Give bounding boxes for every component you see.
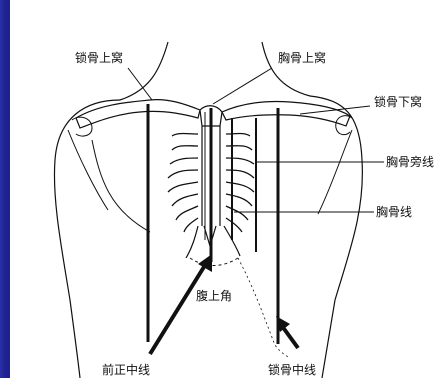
neck-left-outline bbox=[120, 42, 168, 100]
label-infraclavicular-fossa: 锁骨下窝 bbox=[374, 94, 422, 109]
left-costal-margin bbox=[186, 226, 198, 258]
epigastric-angle-arc bbox=[190, 258, 238, 266]
right-ribs bbox=[226, 134, 254, 233]
abdomen-curve bbox=[238, 258, 290, 358]
label-midclavicular-line: 锁骨中线 bbox=[268, 362, 316, 377]
left-pectoral-curve bbox=[92, 140, 150, 232]
label-epigastric-angle: 腹上角 bbox=[196, 289, 232, 303]
left-ribs bbox=[168, 134, 198, 233]
left-shoulder-joint bbox=[72, 117, 92, 136]
left-axilla-line bbox=[68, 130, 108, 210]
label-parasternal-line: 胸骨旁线 bbox=[386, 154, 434, 169]
right-clavicle bbox=[222, 101, 350, 126]
label-supraclavicular-fossa: 锁骨上窝 bbox=[75, 50, 123, 65]
label-sternal-line: 胸骨线 bbox=[376, 204, 412, 219]
leader-suprasternal bbox=[213, 68, 272, 104]
right-shoulder-outline bbox=[310, 96, 362, 378]
arrow-anterior-midline bbox=[150, 254, 212, 354]
leader-infraclavicular bbox=[300, 106, 370, 114]
label-suprasternal-fossa: 胸骨上窝 bbox=[278, 50, 326, 65]
right-axilla-line bbox=[318, 130, 352, 214]
diagram-panel: 锁骨上窝 胸骨上窝 锁骨下窝 胸骨旁线 胸骨线 腹上角 前正中线 锁骨中线 bbox=[10, 0, 438, 378]
left-shoulder-outline bbox=[54, 100, 120, 378]
chest-anatomy-diagram: 锁骨上窝 胸骨上窝 锁骨下窝 胸骨旁线 胸骨线 腹上角 前正中线 锁骨中线 bbox=[10, 0, 438, 378]
label-anterior-midline: 前正中线 bbox=[102, 362, 150, 377]
